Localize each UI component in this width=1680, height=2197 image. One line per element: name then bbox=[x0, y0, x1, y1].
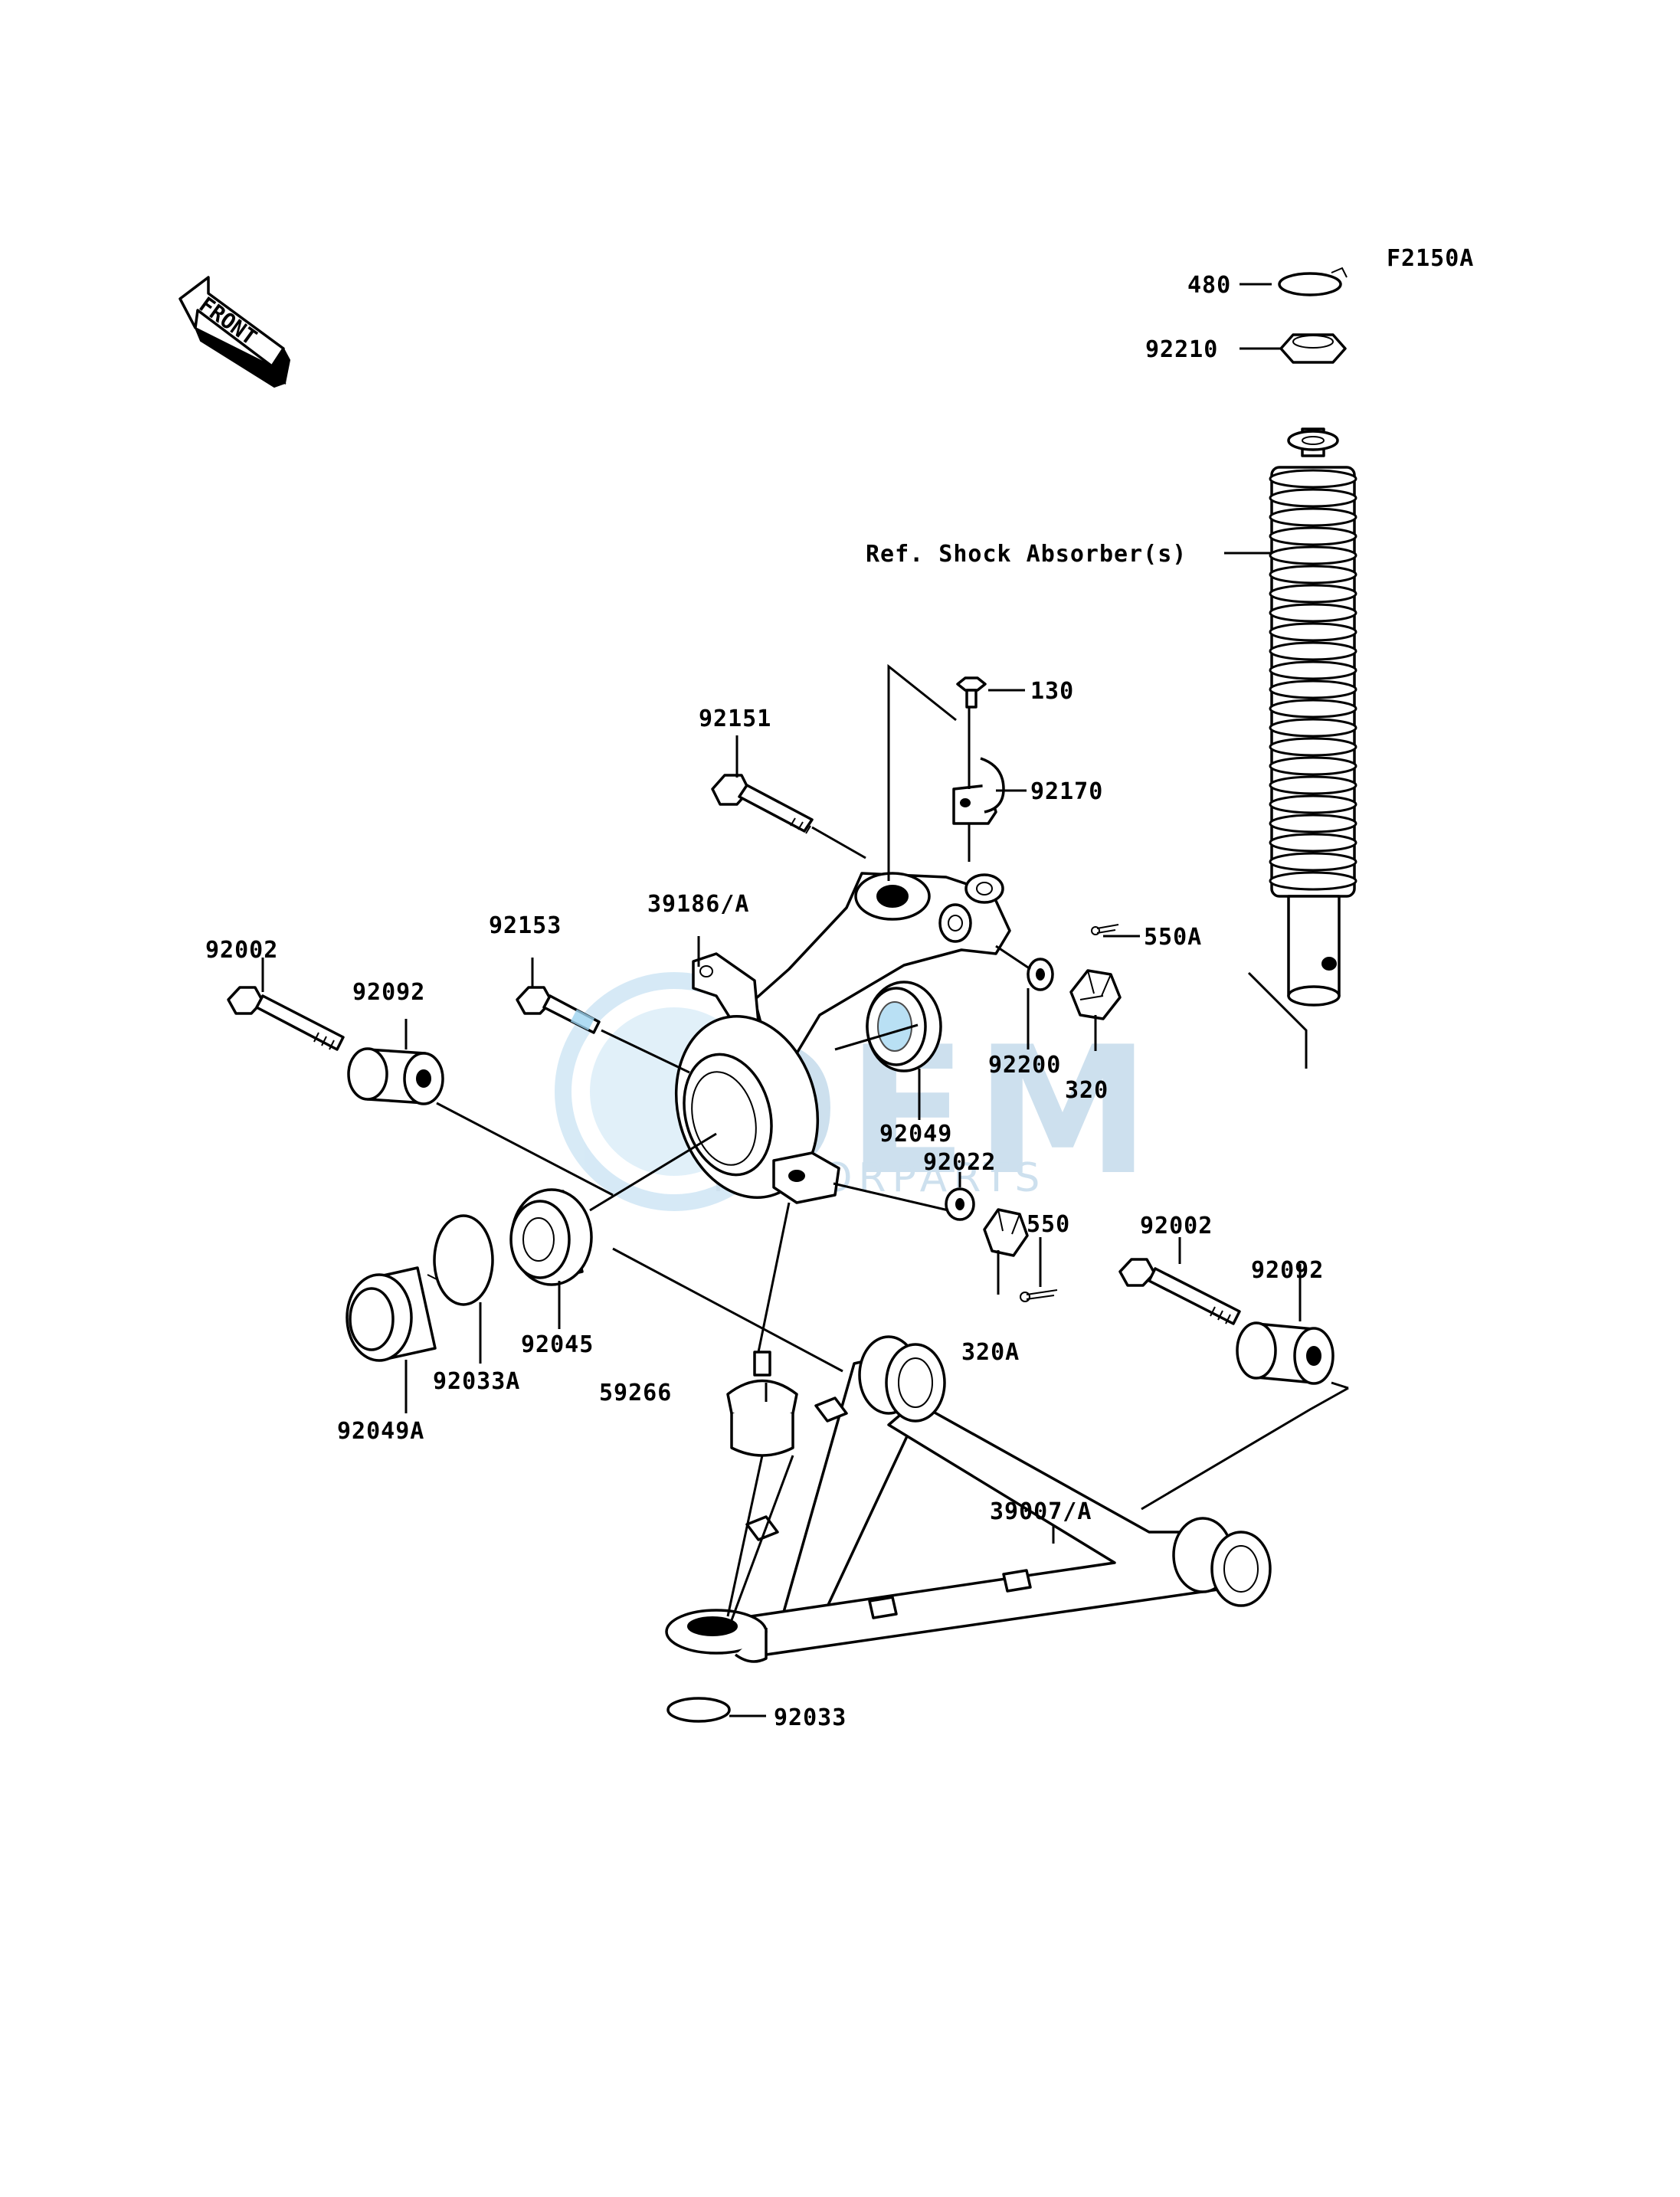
leader-lines bbox=[261, 283, 1349, 1717]
steering-knuckle bbox=[674, 872, 1011, 1204]
spring-coil bbox=[1269, 469, 1357, 489]
callout-39007: 39007/A bbox=[990, 1498, 1092, 1525]
spring-coil bbox=[1269, 871, 1357, 891]
ball-joint-59266 bbox=[726, 1351, 798, 1457]
callout-320: 320 bbox=[1065, 1077, 1109, 1104]
spring-coil bbox=[1269, 852, 1357, 872]
callout-92033: 92033 bbox=[774, 1704, 847, 1731]
callout-92170: 92170 bbox=[1030, 778, 1103, 805]
spring-coil bbox=[1269, 488, 1357, 508]
callout-92022: 92022 bbox=[923, 1149, 996, 1176]
brake-hose-bracket bbox=[952, 757, 1005, 825]
callout-92092-right: 92092 bbox=[1251, 1257, 1324, 1284]
bolt-92002-right bbox=[1118, 1258, 1241, 1325]
spring-coil bbox=[1269, 794, 1357, 814]
spring-coil bbox=[1269, 737, 1357, 757]
callout-92151: 92151 bbox=[699, 706, 771, 732]
spring-coil bbox=[1269, 584, 1357, 604]
spring-coil bbox=[1269, 622, 1357, 642]
cotter-pin-550 bbox=[1020, 1289, 1058, 1302]
washer-92200 bbox=[1027, 958, 1054, 991]
spring-coil bbox=[1269, 679, 1357, 699]
bolt-92002-left bbox=[227, 986, 345, 1051]
callout-550: 550 bbox=[1027, 1211, 1070, 1238]
spring-coil bbox=[1269, 775, 1357, 795]
callout-550A: 550A bbox=[1144, 924, 1202, 951]
callout-39186: 39186/A bbox=[647, 891, 749, 918]
callout-92002-left: 92002 bbox=[205, 937, 278, 964]
cotter-pin-550A bbox=[1091, 924, 1119, 935]
callout-130: 130 bbox=[1030, 678, 1074, 705]
castle-nut-320A bbox=[983, 1208, 1029, 1257]
shock-absorber bbox=[1247, 267, 1357, 1069]
bushing-92092-left bbox=[347, 1047, 444, 1105]
circlip-92033A bbox=[427, 1214, 494, 1306]
circlip-92033 bbox=[666, 1697, 731, 1723]
callout-92049: 92049 bbox=[879, 1121, 952, 1148]
bearing-92049 bbox=[866, 981, 942, 1072]
spring-coil bbox=[1269, 718, 1357, 738]
a-arm-39007 bbox=[665, 1335, 1272, 1663]
callout-labels: 480 92210 Ref. Shock Absorber(s) 130 921… bbox=[205, 272, 1324, 1731]
spring-coil bbox=[1269, 814, 1357, 833]
washer-92022 bbox=[945, 1187, 975, 1221]
callout-92210: 92210 bbox=[1145, 336, 1218, 363]
castle-nut-320 bbox=[1069, 969, 1122, 1020]
spring-coil bbox=[1269, 641, 1357, 661]
spring-coil bbox=[1269, 565, 1357, 584]
spring-coil bbox=[1269, 833, 1357, 853]
front-arrow-icon: FRONT bbox=[178, 276, 291, 388]
callout-92033A: 92033A bbox=[433, 1368, 520, 1395]
callout-480: 480 bbox=[1187, 272, 1231, 299]
bearing-92045 bbox=[509, 1188, 593, 1286]
callout-92049A: 92049A bbox=[337, 1418, 424, 1445]
spring-coil bbox=[1269, 603, 1357, 623]
bushing-92092-right bbox=[1236, 1321, 1335, 1385]
callout-92200: 92200 bbox=[988, 1052, 1061, 1079]
bolt-92151 bbox=[711, 774, 814, 834]
spring-coil bbox=[1269, 545, 1357, 565]
ref-shock-absorber-note: Ref. Shock Absorber(s) bbox=[866, 541, 1187, 568]
bolt-92153 bbox=[516, 986, 601, 1034]
spring-coil bbox=[1269, 526, 1357, 546]
spring-coils bbox=[1269, 469, 1357, 891]
bolt-130 bbox=[956, 676, 987, 709]
callout-59266: 59266 bbox=[599, 1380, 672, 1406]
figure-code: F2150A bbox=[1387, 245, 1474, 272]
seal-92049A bbox=[345, 1266, 437, 1362]
callout-92153: 92153 bbox=[489, 912, 562, 939]
spring-coil bbox=[1269, 660, 1357, 680]
spring-coil bbox=[1269, 699, 1357, 719]
callout-320A: 320A bbox=[961, 1339, 1020, 1366]
spring-coil bbox=[1269, 507, 1357, 527]
callout-92002-right: 92002 bbox=[1140, 1213, 1213, 1239]
callout-92045: 92045 bbox=[521, 1331, 594, 1358]
spring-coil bbox=[1269, 756, 1357, 776]
callout-92092-left: 92092 bbox=[352, 979, 425, 1006]
